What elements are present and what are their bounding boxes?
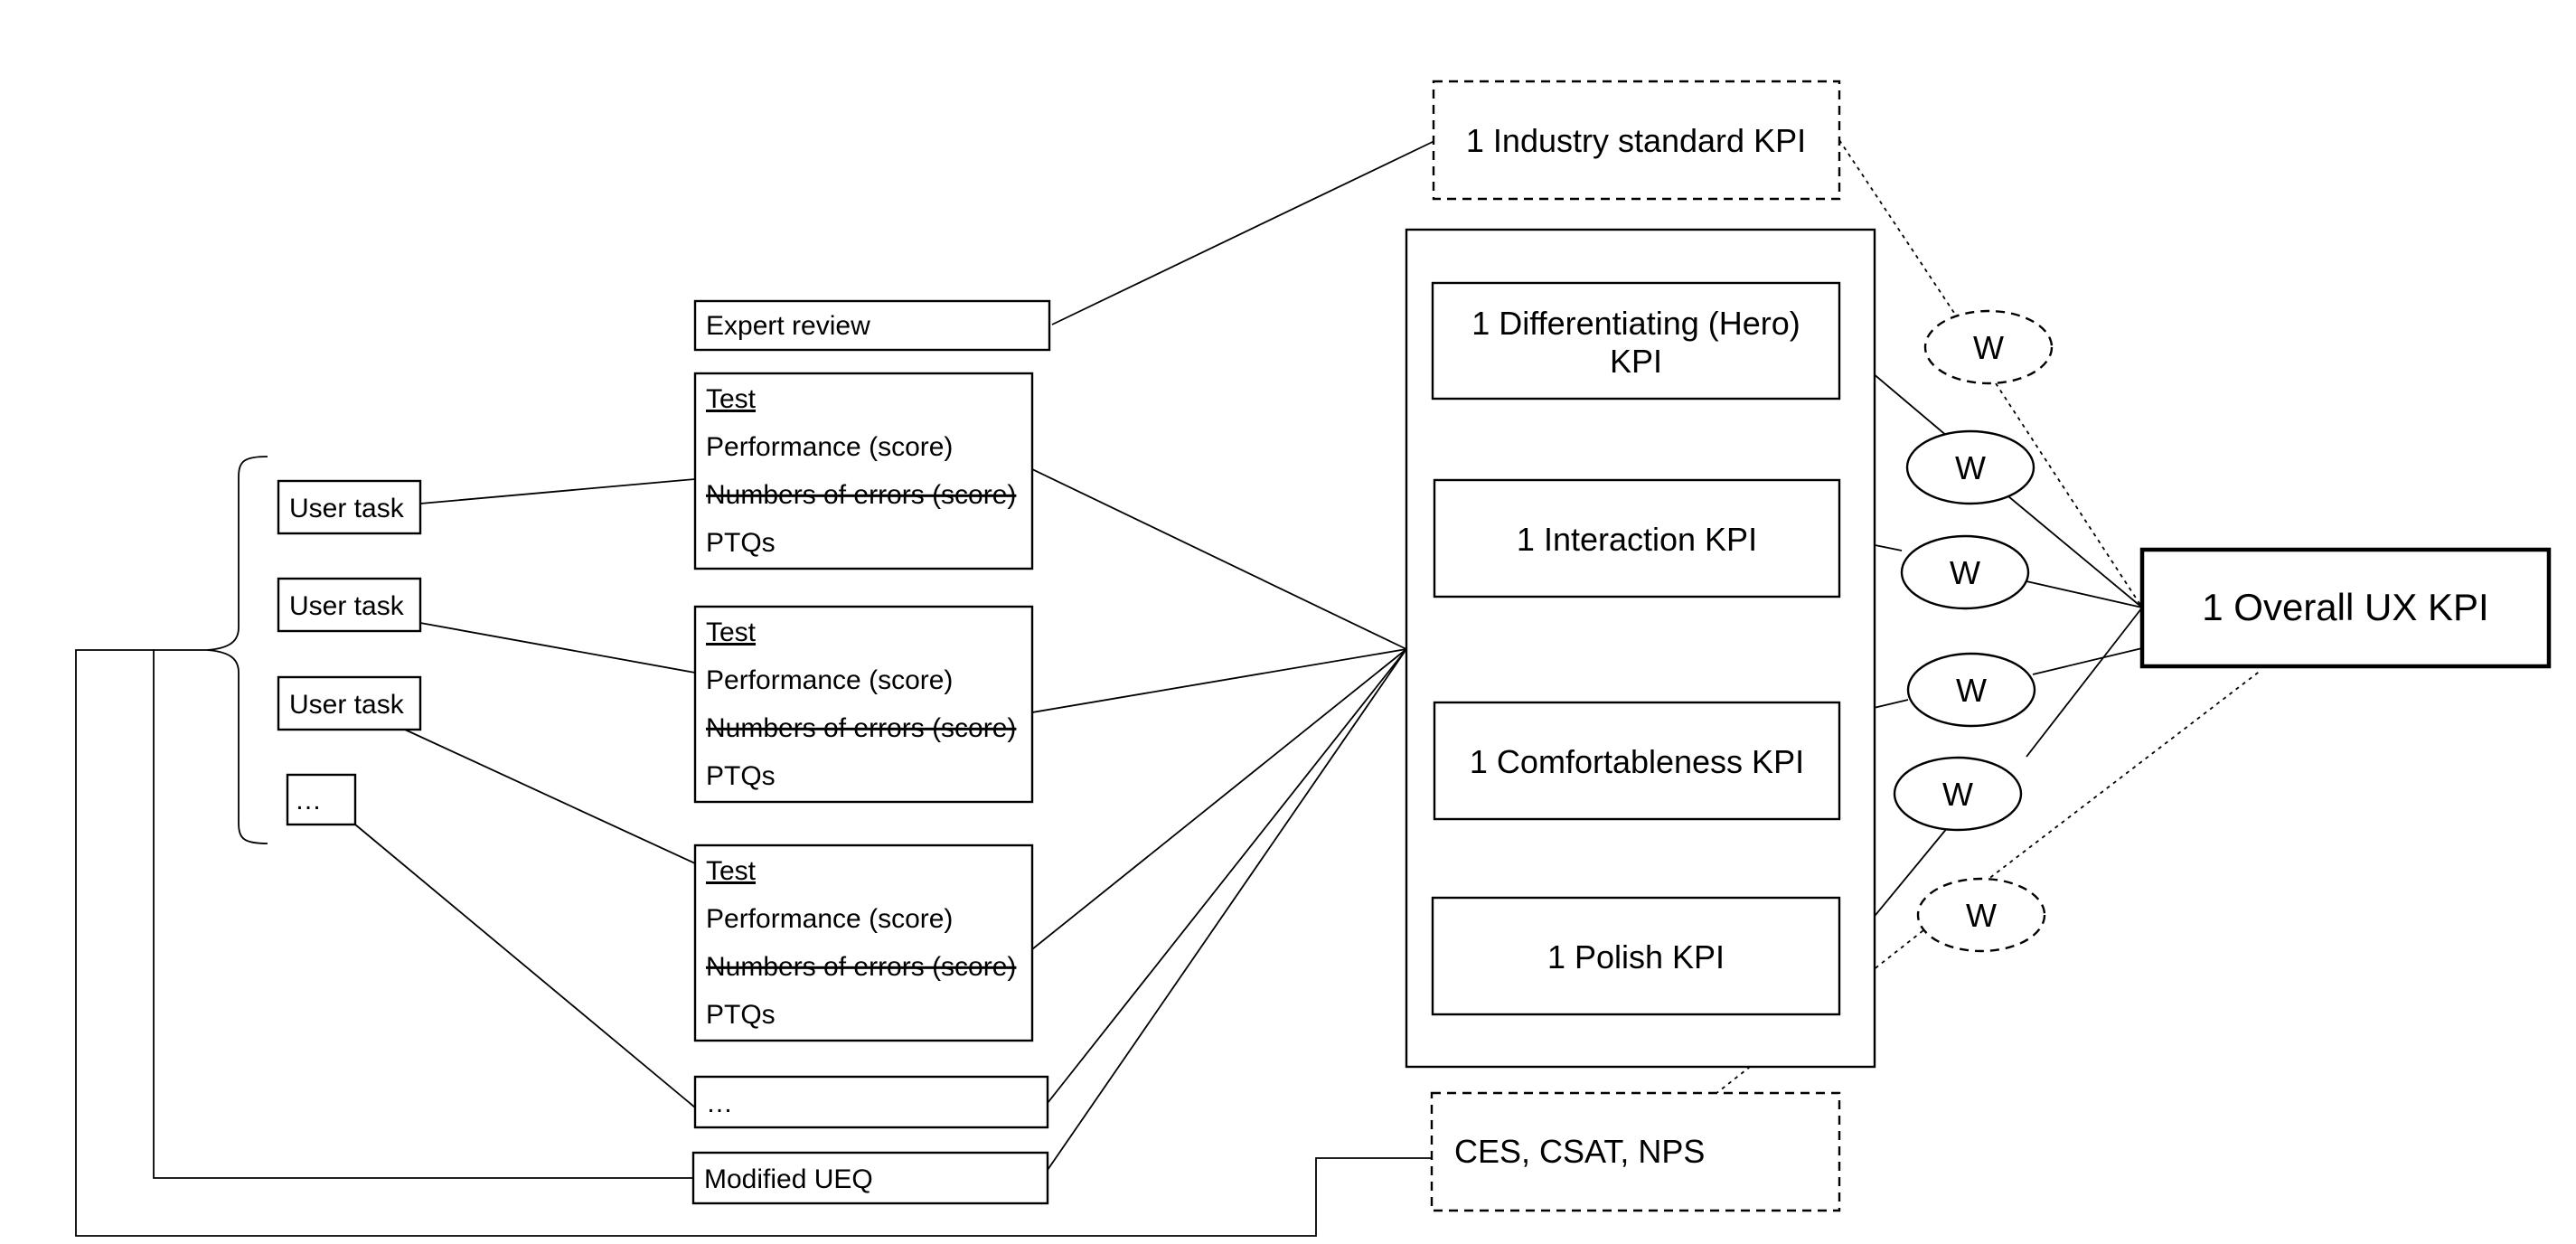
more-tests-label: … xyxy=(706,1088,733,1118)
user-task-more: … xyxy=(286,773,357,826)
interaction-kpi-label: 1 Interaction KPI xyxy=(1517,521,1757,558)
connector-industry-wdash xyxy=(1838,139,1960,322)
test-box-2: Test Performance (score) Numbers of erro… xyxy=(693,605,1034,804)
weight-industry-label: W xyxy=(1973,329,2004,366)
weight-survey-label: W xyxy=(1966,897,1997,934)
test-1-ptqs: PTQs xyxy=(706,528,776,558)
tasks-brace xyxy=(206,456,268,844)
polish-kpi-label: 1 Polish KPI xyxy=(1547,938,1725,975)
test-2-errors: Numbers of errors (score) xyxy=(706,713,1016,743)
test-2-ptqs: PTQs xyxy=(706,761,776,791)
connector-survey-wdash xyxy=(1715,923,1932,1095)
test-3-title: Test xyxy=(706,856,757,886)
test-1-title: Test xyxy=(706,384,757,414)
comfortableness-kpi-label: 1 Comfortableness KPI xyxy=(1470,743,1804,780)
interaction-kpi-box: 1 Interaction KPI xyxy=(1433,478,1841,598)
connector-test3-group xyxy=(1031,648,1407,950)
connector-wdash-overall-2 xyxy=(1983,669,2262,883)
test-3-errors: Numbers of errors (score) xyxy=(706,952,1016,982)
comfortableness-kpi-box: 1 Comfortableness KPI xyxy=(1433,701,1841,821)
user-task-1: User task xyxy=(277,479,422,535)
industry-kpi-box: 1 Industry standard KPI xyxy=(1432,80,1841,201)
survey-box: CES, CSAT, NPS xyxy=(1430,1091,1841,1212)
user-task-more-label: … xyxy=(295,786,322,815)
more-tests-box: … xyxy=(693,1075,1049,1129)
test-box-1: Test Performance (score) Numbers of erro… xyxy=(693,372,1034,570)
test-1-performance: Performance (score) xyxy=(706,432,953,462)
connector-w1-overall xyxy=(2007,495,2143,608)
weight-hero-label: W xyxy=(1955,449,1986,486)
weight-comfort-node: W xyxy=(1906,652,2036,728)
weight-survey-node: W xyxy=(1916,877,2046,953)
test-3-ptqs: PTQs xyxy=(706,1000,776,1030)
connector-w3-overall xyxy=(2032,647,2143,675)
weight-hero-node: W xyxy=(1905,429,2035,505)
connector-test2-group xyxy=(1031,648,1407,713)
survey-label: CES, CSAT, NPS xyxy=(1454,1133,1705,1170)
connector-w4-overall xyxy=(2026,607,2143,758)
test-2-title: Test xyxy=(706,617,757,647)
test-3-performance: Performance (score) xyxy=(706,904,953,934)
expert-review-box: Expert review xyxy=(693,299,1051,352)
connector-w2-overall xyxy=(2026,580,2143,608)
expert-review-label: Expert review xyxy=(706,311,870,341)
user-task-3: User task xyxy=(277,675,422,731)
user-task-3-label: User task xyxy=(289,690,405,720)
weight-industry-node: W xyxy=(1923,309,2054,385)
weight-polish-node: W xyxy=(1893,756,2023,832)
user-task-1-label: User task xyxy=(289,494,405,523)
connector-more-task-more-test xyxy=(354,824,696,1108)
test-1-errors: Numbers of errors (score) xyxy=(706,480,1016,510)
connector-expert-industry xyxy=(1051,139,1437,325)
weight-comfort-label: W xyxy=(1956,672,1987,709)
weight-interaction-label: W xyxy=(1950,554,1980,591)
connector-wdash-overall xyxy=(1995,382,2143,608)
connector-more-group xyxy=(1047,648,1407,1104)
connector-task2-test2 xyxy=(419,622,696,674)
connector-test1-group xyxy=(1031,468,1407,650)
overall-kpi-box: 1 Overall UX KPI xyxy=(2139,547,2552,669)
weight-interaction-node: W xyxy=(1900,534,2030,610)
user-task-2: User task xyxy=(277,577,422,633)
test-2-performance: Performance (score) xyxy=(706,665,953,695)
hero-kpi-box: 1 Differentiating (Hero) KPI xyxy=(1431,281,1841,401)
weight-polish-label: W xyxy=(1942,776,1973,813)
test-box-3: Test Performance (score) Numbers of erro… xyxy=(693,843,1034,1042)
industry-kpi-label: 1 Industry standard KPI xyxy=(1466,122,1806,159)
user-task-2-label: User task xyxy=(289,591,405,621)
connector-task1-test1 xyxy=(419,478,696,504)
connector-ueq-group xyxy=(1047,648,1407,1171)
hero-kpi-label-line2: KPI xyxy=(1610,343,1662,380)
modified-ueq-box: Modified UEQ xyxy=(691,1151,1049,1205)
connector-brace-survey xyxy=(75,649,1432,1237)
hero-kpi-label-line1: 1 Differentiating (Hero) xyxy=(1471,305,1800,342)
connector-brace-ueq xyxy=(153,649,693,1179)
polish-kpi-box: 1 Polish KPI xyxy=(1431,896,1841,1016)
overall-kpi-label: 1 Overall UX KPI xyxy=(2202,586,2488,628)
modified-ueq-label: Modified UEQ xyxy=(704,1164,873,1194)
connector-task3-test3 xyxy=(404,729,696,864)
